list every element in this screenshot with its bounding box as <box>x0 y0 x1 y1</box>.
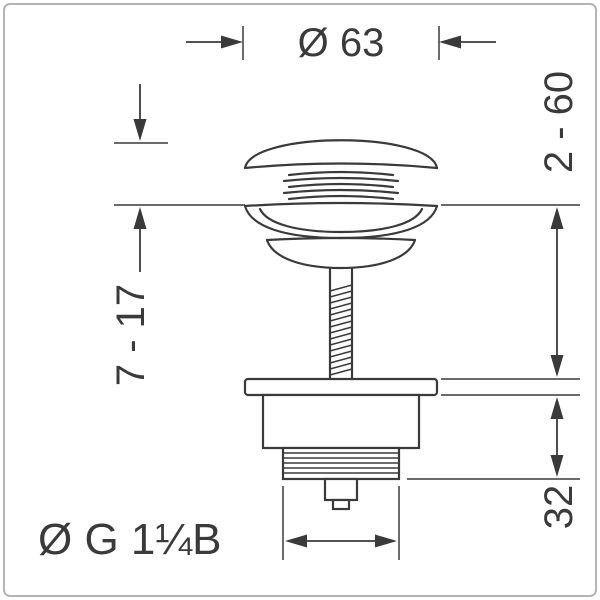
upper-flange <box>243 201 439 240</box>
flange-bowl-inner <box>258 207 424 234</box>
right-range-dimension: 2 - 60 <box>441 71 581 380</box>
arrow-left-icon <box>285 534 307 548</box>
right-depth-label: 32 <box>537 485 581 530</box>
seal-ring <box>287 194 395 201</box>
arrow-down-icon <box>550 455 564 477</box>
arrow-up-icon <box>550 207 564 229</box>
thread-size-label: Ø G 1¼B <box>38 515 221 564</box>
flange-bowl <box>265 238 417 270</box>
flange-rim <box>265 236 417 242</box>
mounting-plate <box>243 377 439 397</box>
seal-ring <box>282 188 400 195</box>
tailpiece-nub <box>331 498 351 511</box>
arrow-down-icon <box>550 355 564 377</box>
push-open-cap <box>243 139 439 170</box>
arrow-left-icon <box>439 35 461 49</box>
threaded-rod <box>328 266 354 381</box>
left-range-dimension: 7 - 17 <box>109 84 245 386</box>
arrow-up-icon <box>550 397 564 419</box>
outlet-thread <box>281 446 401 481</box>
cap-dome-outline <box>243 139 439 170</box>
seal-ring <box>287 182 395 189</box>
top-diameter-label: Ø 63 <box>298 21 385 65</box>
seal-ring <box>287 170 395 177</box>
seal-ring <box>282 176 400 183</box>
right-range-label: 2 - 60 <box>537 71 581 173</box>
left-range-label: 7 - 17 <box>109 284 153 386</box>
rod-thread-hatching <box>329 284 353 376</box>
arrow-up-icon <box>133 207 147 229</box>
drain-fitting-drawing <box>243 139 439 511</box>
cap-underside <box>243 162 439 170</box>
valve-body <box>261 393 421 450</box>
seal-stack <box>282 170 400 201</box>
top-diameter-dimension: Ø 63 <box>186 21 496 65</box>
arrow-right-icon <box>221 35 243 49</box>
flange-rim <box>243 201 439 208</box>
arrow-right-icon <box>375 534 397 548</box>
bottom-thread-dimension: Ø G 1¼B <box>38 486 400 564</box>
right-depth-dimension: 32 <box>407 394 581 530</box>
tailpiece-body <box>323 477 359 502</box>
lower-flange <box>265 236 417 270</box>
tailpiece <box>323 477 359 511</box>
outlet-thread-lines <box>283 452 399 474</box>
arrow-down-icon <box>133 119 147 141</box>
